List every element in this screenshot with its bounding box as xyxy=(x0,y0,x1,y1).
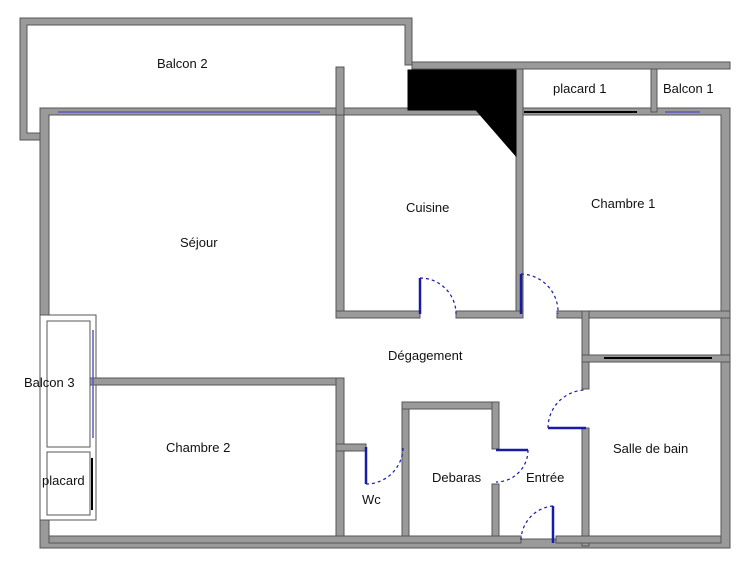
door-chambre1-swing xyxy=(520,273,559,315)
label-balcon2: Balcon 2 xyxy=(157,56,208,71)
label-placard1: placard 1 xyxy=(553,81,606,96)
door-debaras-swing xyxy=(495,449,529,483)
balcon2-parapet xyxy=(19,17,413,141)
doors xyxy=(364,273,587,543)
shaft-block xyxy=(407,69,517,111)
shaft-diagonal xyxy=(474,109,517,158)
wall-top-left-segment xyxy=(411,61,731,70)
door-wc-swing xyxy=(365,446,404,485)
wall-debaras-top xyxy=(401,401,500,410)
wall-wc-top xyxy=(335,443,367,452)
label-salle-de-bain: Salle de bain xyxy=(613,441,688,456)
wall-chambre2-top xyxy=(89,377,345,386)
wall-bottom-inner xyxy=(48,535,522,544)
wall-debaras-left xyxy=(401,401,410,544)
wall-cuisine-bottom-right xyxy=(455,310,524,319)
wall-chambre2-right xyxy=(335,377,345,544)
wall-bottom-inner-right xyxy=(555,535,722,544)
label-balcon1: Balcon 1 xyxy=(663,81,714,96)
label-chambre2: Chambre 2 xyxy=(166,440,230,455)
wall-cuisine-left xyxy=(335,114,345,319)
label-wc: Wc xyxy=(362,492,381,507)
exterior-wall xyxy=(39,107,731,549)
door-sdb-swing xyxy=(547,389,587,429)
wall-sejour-cuisine-stub xyxy=(335,66,345,116)
windows xyxy=(58,111,712,510)
wall-balcon3-inner xyxy=(46,320,91,448)
wall-debaras-right xyxy=(491,401,500,450)
label-placard: placard xyxy=(42,473,85,488)
door-entree-swing xyxy=(520,505,554,542)
label-entree: Entrée xyxy=(526,470,564,485)
outer-walls xyxy=(19,17,731,549)
door-cuisine-swing xyxy=(419,277,457,315)
label-sejour: Séjour xyxy=(180,235,218,250)
label-balcon3: Balcon 3 xyxy=(24,375,75,390)
wall-chambre1-bottom xyxy=(556,310,731,319)
room-labels: Balcon 2 placard 1 Balcon 1 Cuisine Cham… xyxy=(24,56,714,507)
label-cuisine: Cuisine xyxy=(406,200,449,215)
label-debaras: Debaras xyxy=(432,470,482,485)
wall-placard-balcon xyxy=(650,68,658,113)
wall-debaras-right-lower xyxy=(491,483,500,544)
wall-sdb-left xyxy=(581,310,590,390)
wall-placard-inner xyxy=(46,451,91,516)
interior-walls xyxy=(39,61,731,547)
wall-sdb-left-lower xyxy=(581,427,590,547)
wall-cuisine-bottom-left xyxy=(335,310,421,319)
label-chambre1: Chambre 1 xyxy=(591,196,655,211)
label-degagement: Dégagement xyxy=(388,348,463,363)
